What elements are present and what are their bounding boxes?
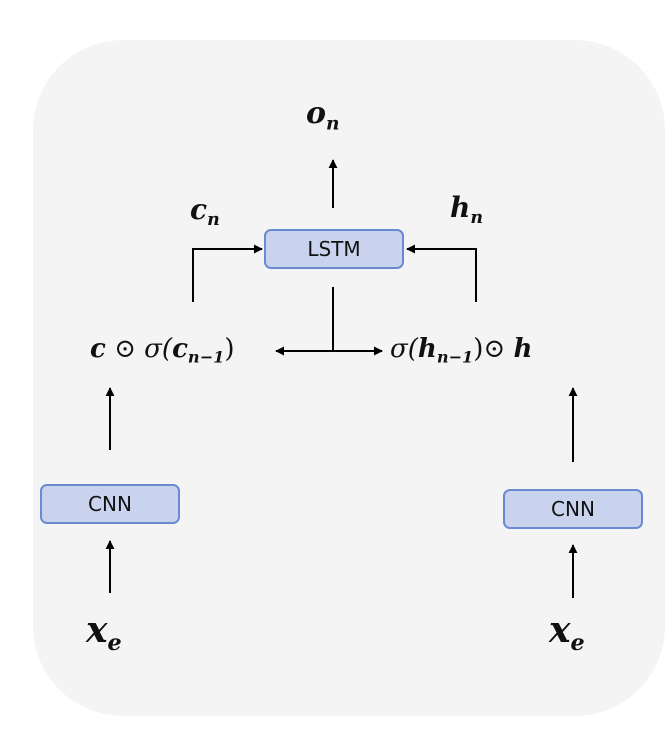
diagram-panel <box>33 40 665 716</box>
right-gated-expression: σ(hn−1)⊙ h <box>390 334 533 367</box>
lstm-node-label: LSTM <box>307 237 361 261</box>
arrow-hidden-to-lstm <box>406 244 477 302</box>
cnn-left-node: CNN <box>40 484 180 524</box>
hidden-state-label: hn <box>450 191 483 229</box>
cnn-left-label: CNN <box>88 492 132 516</box>
lstm-node: LSTM <box>264 229 404 269</box>
arrow-cell-to-lstm <box>192 244 263 302</box>
output-label: on <box>306 96 340 135</box>
cnn-right-node: CNN <box>503 489 643 529</box>
input-left-label: xe <box>86 609 122 656</box>
cell-state-label: cn <box>190 193 220 231</box>
input-right-label: xe <box>549 609 585 656</box>
left-gated-expression: c ⊙ σ(cn−1) <box>90 334 235 367</box>
cnn-right-label: CNN <box>551 497 595 521</box>
